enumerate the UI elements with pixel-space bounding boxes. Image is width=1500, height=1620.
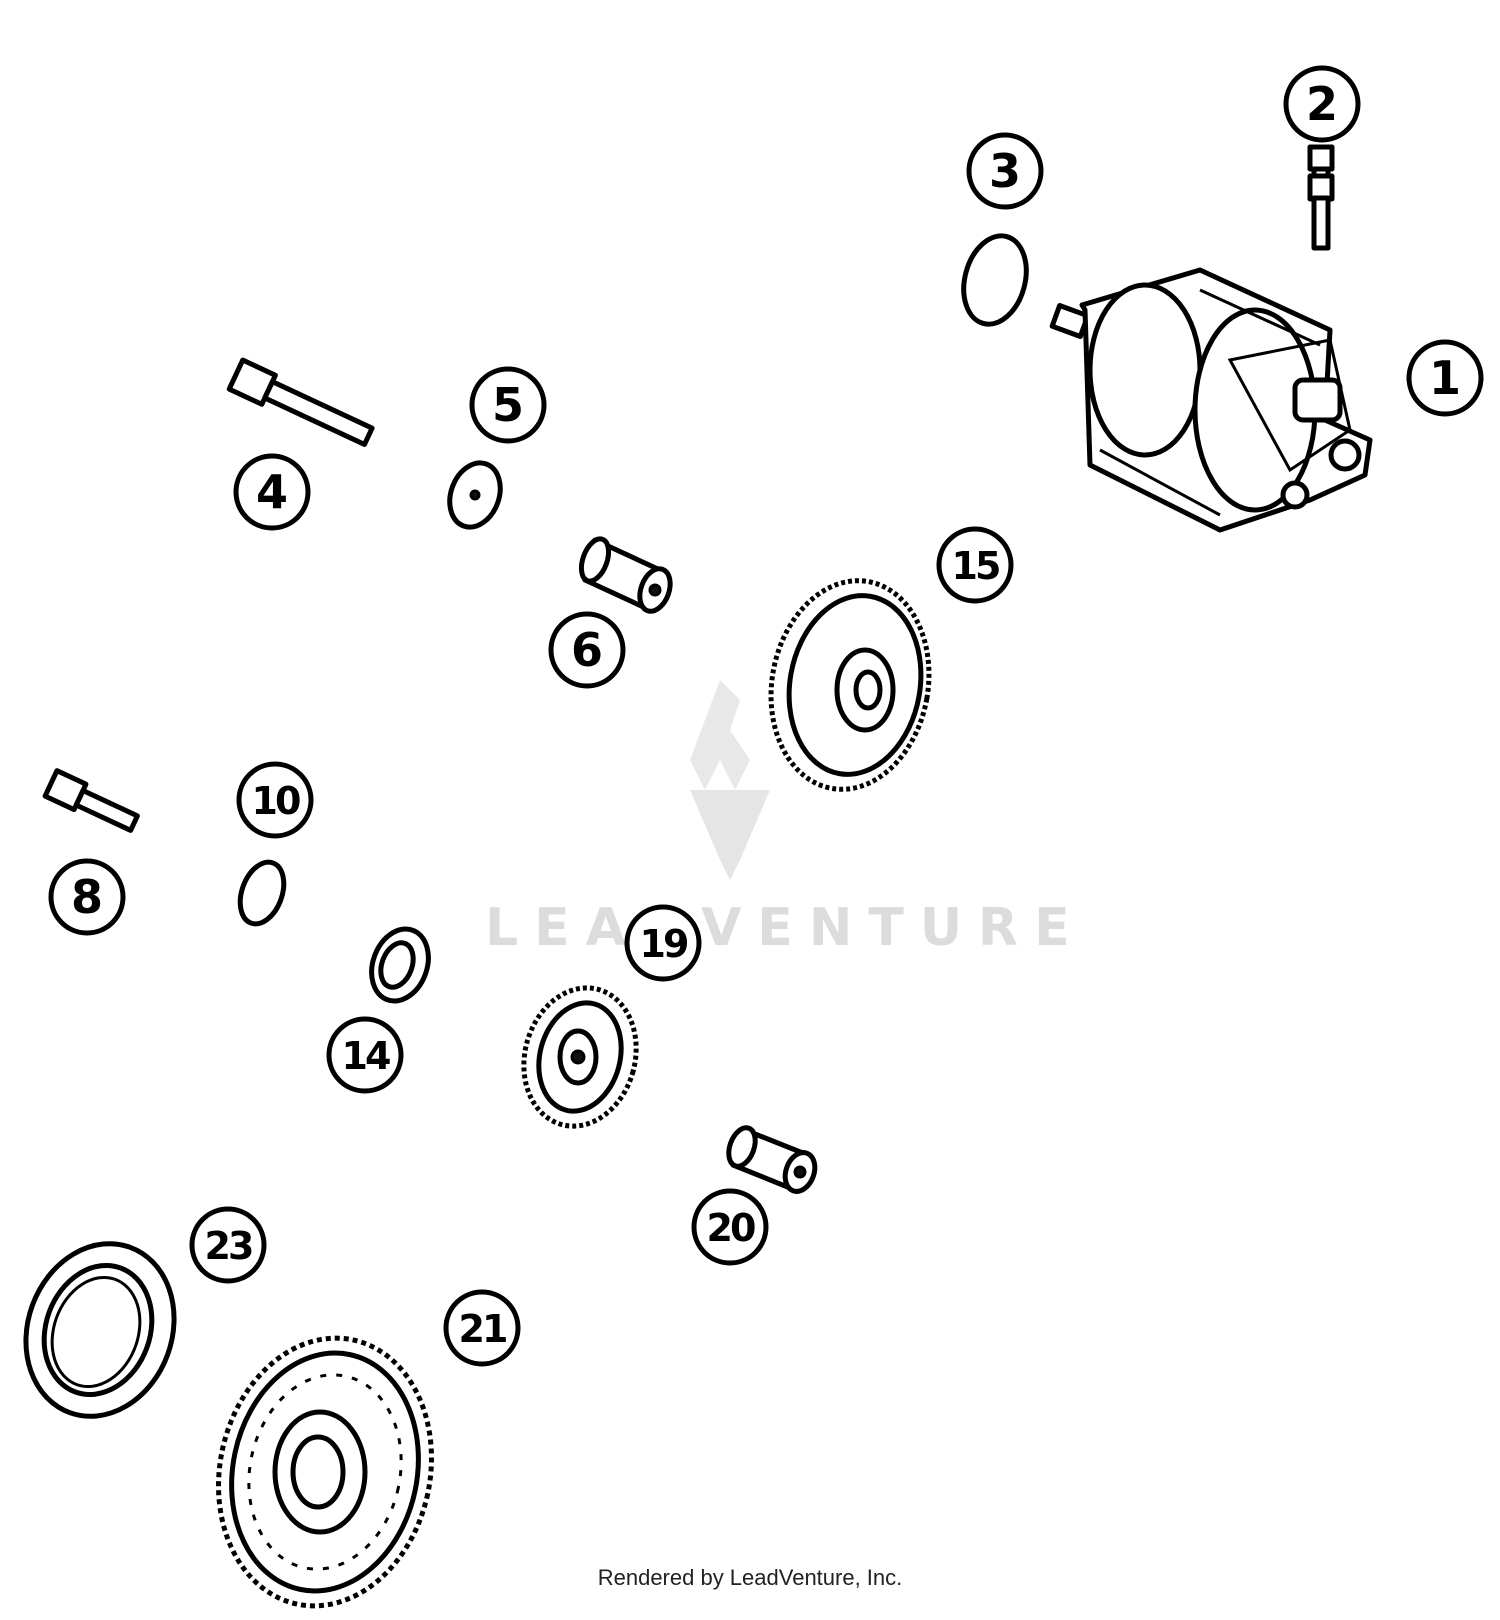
callout-10: 10 [236, 761, 314, 839]
credit-text: Rendered by LeadVenture, Inc. [597, 1565, 903, 1590]
svg-text:6: 6 [571, 623, 603, 677]
callout-21: 21 [443, 1289, 521, 1367]
part-gear-small[interactable] [509, 975, 651, 1139]
part-o-ring[interactable] [954, 229, 1035, 331]
svg-text:21: 21 [459, 1307, 506, 1351]
callout-1: 1 [1406, 339, 1484, 417]
callout-5: 5 [469, 366, 547, 444]
svg-text:14: 14 [342, 1034, 390, 1078]
callout-2: 2 [1283, 65, 1361, 143]
part-bushing-small[interactable] [724, 1124, 820, 1195]
svg-text:19: 19 [640, 922, 688, 966]
part-screws[interactable] [1307, 144, 1335, 251]
callout-15: 15 [936, 526, 1014, 604]
callout-14: 14 [326, 1016, 404, 1094]
callout-4: 4 [233, 453, 311, 531]
svg-text:23: 23 [205, 1224, 252, 1268]
svg-text:5: 5 [492, 378, 524, 432]
callout-3: 3 [966, 132, 1044, 210]
part-seal-ring[interactable] [2, 1223, 198, 1438]
svg-text:4: 4 [256, 465, 288, 519]
part-gear-large[interactable] [755, 568, 945, 802]
part-washer[interactable] [441, 456, 509, 534]
part-ring-washer[interactable] [362, 921, 438, 1009]
svg-text:1: 1 [1429, 351, 1461, 405]
part-starter-motor[interactable] [1049, 267, 1373, 533]
svg-text:3: 3 [989, 144, 1021, 198]
part-small-bolt[interactable] [42, 768, 140, 835]
part-bushing[interactable] [576, 535, 675, 615]
svg-text:15: 15 [952, 544, 999, 588]
svg-text:2: 2 [1306, 77, 1338, 131]
part-long-bolt[interactable] [226, 357, 375, 451]
callout-19: 19 [624, 904, 702, 982]
part-small-washer[interactable] [232, 856, 291, 930]
callout-6: 6 [548, 611, 626, 689]
watermark: LEADVENTURE [485, 680, 1086, 958]
part-gear-large-spoked[interactable] [194, 1318, 456, 1615]
svg-text:8: 8 [71, 870, 103, 924]
svg-text:20: 20 [707, 1206, 755, 1250]
callout-20: 20 [691, 1188, 769, 1266]
callout-8: 8 [48, 858, 126, 936]
svg-text:10: 10 [252, 779, 300, 823]
watermark-text: LEADVENTURE [485, 898, 1086, 958]
callout-23: 23 [189, 1206, 267, 1284]
